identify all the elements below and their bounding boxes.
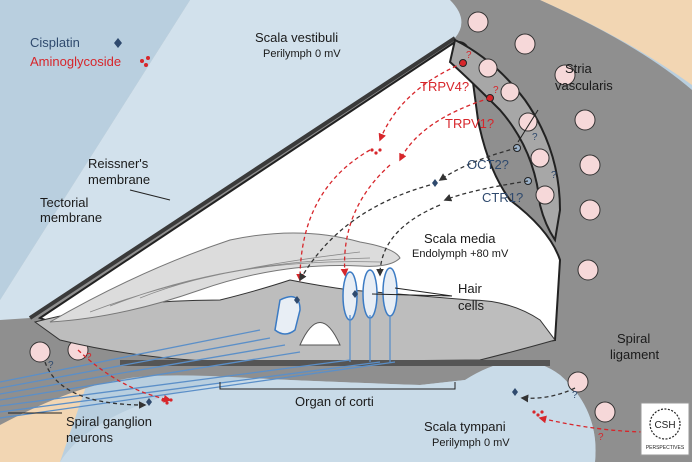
lower-right-question-blue: ? [572, 390, 578, 401]
cisplatin-path [520, 387, 576, 403]
spiral-ligament-label-line1: Spiral [617, 331, 650, 346]
stria-label-line1: Stria [565, 61, 593, 76]
diamond-icon [512, 388, 518, 396]
logo-subtext: PERSPECTIVES [646, 445, 685, 451]
reissner-pointer [129, 189, 171, 201]
lower-left-question-blue: ? [48, 360, 54, 371]
tectorial-label-line2: membrane [40, 210, 102, 225]
cisplatin-path [299, 184, 431, 282]
ligament-cell [579, 154, 601, 176]
perilymph-bottom-label: Perilymph 0 mV [432, 437, 510, 449]
stria-cell [500, 82, 520, 102]
reissners-membrane [28, 36, 457, 320]
ctr1-label: CTR1? [482, 190, 523, 205]
tectorial-membrane [49, 232, 401, 323]
cisplatin-pathways [44, 147, 576, 409]
stria-label-line2: vascularis [555, 78, 613, 93]
hair-cell-fibers [349, 315, 391, 362]
trpv1-label: TRPV1? [445, 116, 494, 131]
aminoglycoside-path [340, 164, 391, 277]
stria-cell [478, 58, 498, 78]
diamond-icon [432, 179, 438, 187]
logo-ring-icon [649, 408, 681, 440]
spiral-ganglion-label-line1: Spiral ganglion [66, 414, 152, 429]
scala-tympani-label: Scala tympani [424, 419, 506, 434]
diamond-icon [352, 290, 358, 298]
dot-cluster-icon [140, 56, 150, 67]
ligament-cell [29, 341, 51, 363]
ligament-cells [29, 11, 616, 423]
trpv1-question: ? [493, 85, 499, 96]
cisplatin-path [44, 361, 147, 409]
diamond-icon [294, 296, 300, 304]
ligament-cell [577, 259, 599, 281]
aminoglycoside-path [399, 97, 491, 162]
ligament-cell [554, 64, 576, 86]
spiral-ligament-label-line2: ligament [610, 347, 660, 362]
csh-logo: CSH PERSPECTIVES [640, 402, 690, 456]
scala-tympani-space [60, 361, 596, 462]
aminoglycoside-path [296, 149, 371, 282]
stria-pointer [517, 109, 539, 143]
ctr1-question: ? [551, 170, 557, 181]
endolymph-label: Endolymph +80 mV [412, 248, 509, 260]
scala-media-label: Scala media [424, 231, 496, 246]
diamond-icon [146, 398, 152, 406]
ligament-cell [574, 109, 596, 131]
aminoglycoside-path [378, 62, 464, 142]
cisplatin-path [443, 180, 529, 202]
dot-cluster-icon [161, 148, 544, 417]
aminoglycoside-path [538, 415, 651, 433]
hair-cells-pointer [371, 287, 453, 297]
outer-hair-cell [382, 267, 398, 317]
lower-right-question: ? [598, 432, 604, 443]
legend-cisplatin-label: Cisplatin [30, 35, 80, 50]
diamond-icon [114, 38, 122, 48]
inner-hair-cell [274, 295, 301, 335]
organ-of-corti-label: Organ of corti [295, 394, 374, 409]
tunnel-of-corti [299, 322, 341, 346]
stria-cell [535, 185, 555, 205]
hair-cells-label-line2: cells [458, 298, 485, 313]
organ-of-corti-bracket [219, 382, 456, 390]
stria-cells [478, 58, 555, 205]
ligament-cell [579, 199, 601, 221]
reissner-label-line2: membrane [88, 172, 150, 187]
scala-vestibuli-label: Scala vestibuli [255, 30, 338, 45]
bone-top-right [540, 0, 692, 85]
oct2-label: OCT2? [467, 157, 509, 172]
stria-cell [530, 148, 550, 168]
logo-frame [640, 402, 690, 456]
outer-hair-cells [342, 267, 398, 321]
cisplatin-path [438, 147, 518, 181]
logo-text: CSH [654, 420, 675, 431]
trpv4-question: ? [466, 50, 472, 61]
stria-cell [518, 112, 538, 132]
ligament-cell [594, 401, 616, 423]
perilymph-top-label: Perilymph 0 mV [263, 48, 341, 60]
tectorial-label-line1: Tectorial [40, 195, 89, 210]
tectorial-fibers [89, 251, 381, 313]
legend-aminoglycoside-label: Aminoglycoside [30, 54, 121, 69]
aminoglycoside-pathways [77, 62, 651, 433]
drug-particles [146, 148, 544, 417]
trpv4-label: TRPV4? [420, 79, 469, 94]
ligament-cell [567, 371, 589, 393]
hair-cells-label-line1: Hair [458, 281, 483, 296]
nerve-fibers [0, 329, 396, 419]
reissner-label-line1: Reissner's [88, 156, 149, 171]
oct2-question: ? [532, 132, 538, 143]
spiral-ganglion-label-line2: neurons [66, 430, 113, 445]
legend: Cisplatin Aminoglycoside [30, 35, 150, 69]
basilar-membrane [120, 360, 550, 366]
scala-vestibuli-space [0, 0, 462, 320]
ligament-cell [514, 33, 536, 55]
lower-left-question: ? [86, 352, 92, 363]
ligament-cell [467, 11, 489, 33]
